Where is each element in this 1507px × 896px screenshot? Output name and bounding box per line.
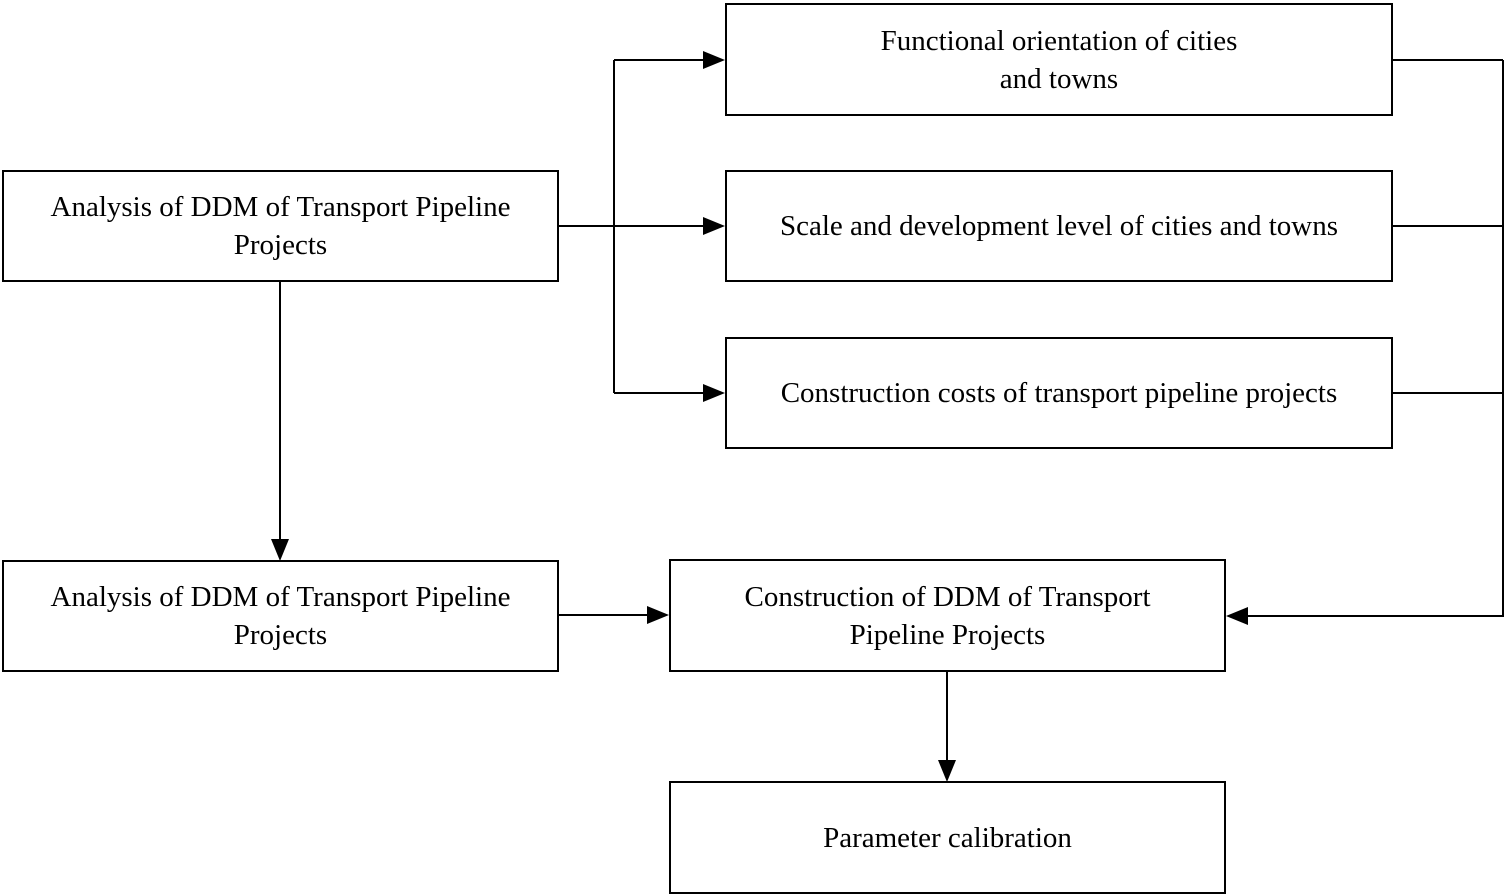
parameter-calibration-box: Parameter calibration [669,781,1226,894]
functional-orientation-box: Functional orientation of cities and tow… [725,3,1393,116]
scale-development-box: Scale and development level of cities an… [725,170,1393,282]
analysis-ddm-box-top: Analysis of DDM of Transport Pipeline Pr… [2,170,559,282]
arrowhead-to-analysis-bottom [271,539,289,561]
connector-collector-trunk [1246,60,1504,617]
arrowhead-to-costs [703,384,725,402]
arrowhead-to-scale [703,217,725,235]
construction-costs-box: Construction costs of transport pipeline… [725,337,1393,449]
arrowhead-collector-to-construction [1226,607,1248,625]
arrowhead-to-calibration [938,760,956,782]
arrowhead-analysis-bottom-to-construction [647,606,669,624]
construction-ddm-box: Construction of DDM of Transport Pipelin… [669,559,1226,672]
arrowhead-to-functional [703,51,725,69]
analysis-ddm-box-bottom: Analysis of DDM of Transport Pipeline Pr… [2,560,559,672]
